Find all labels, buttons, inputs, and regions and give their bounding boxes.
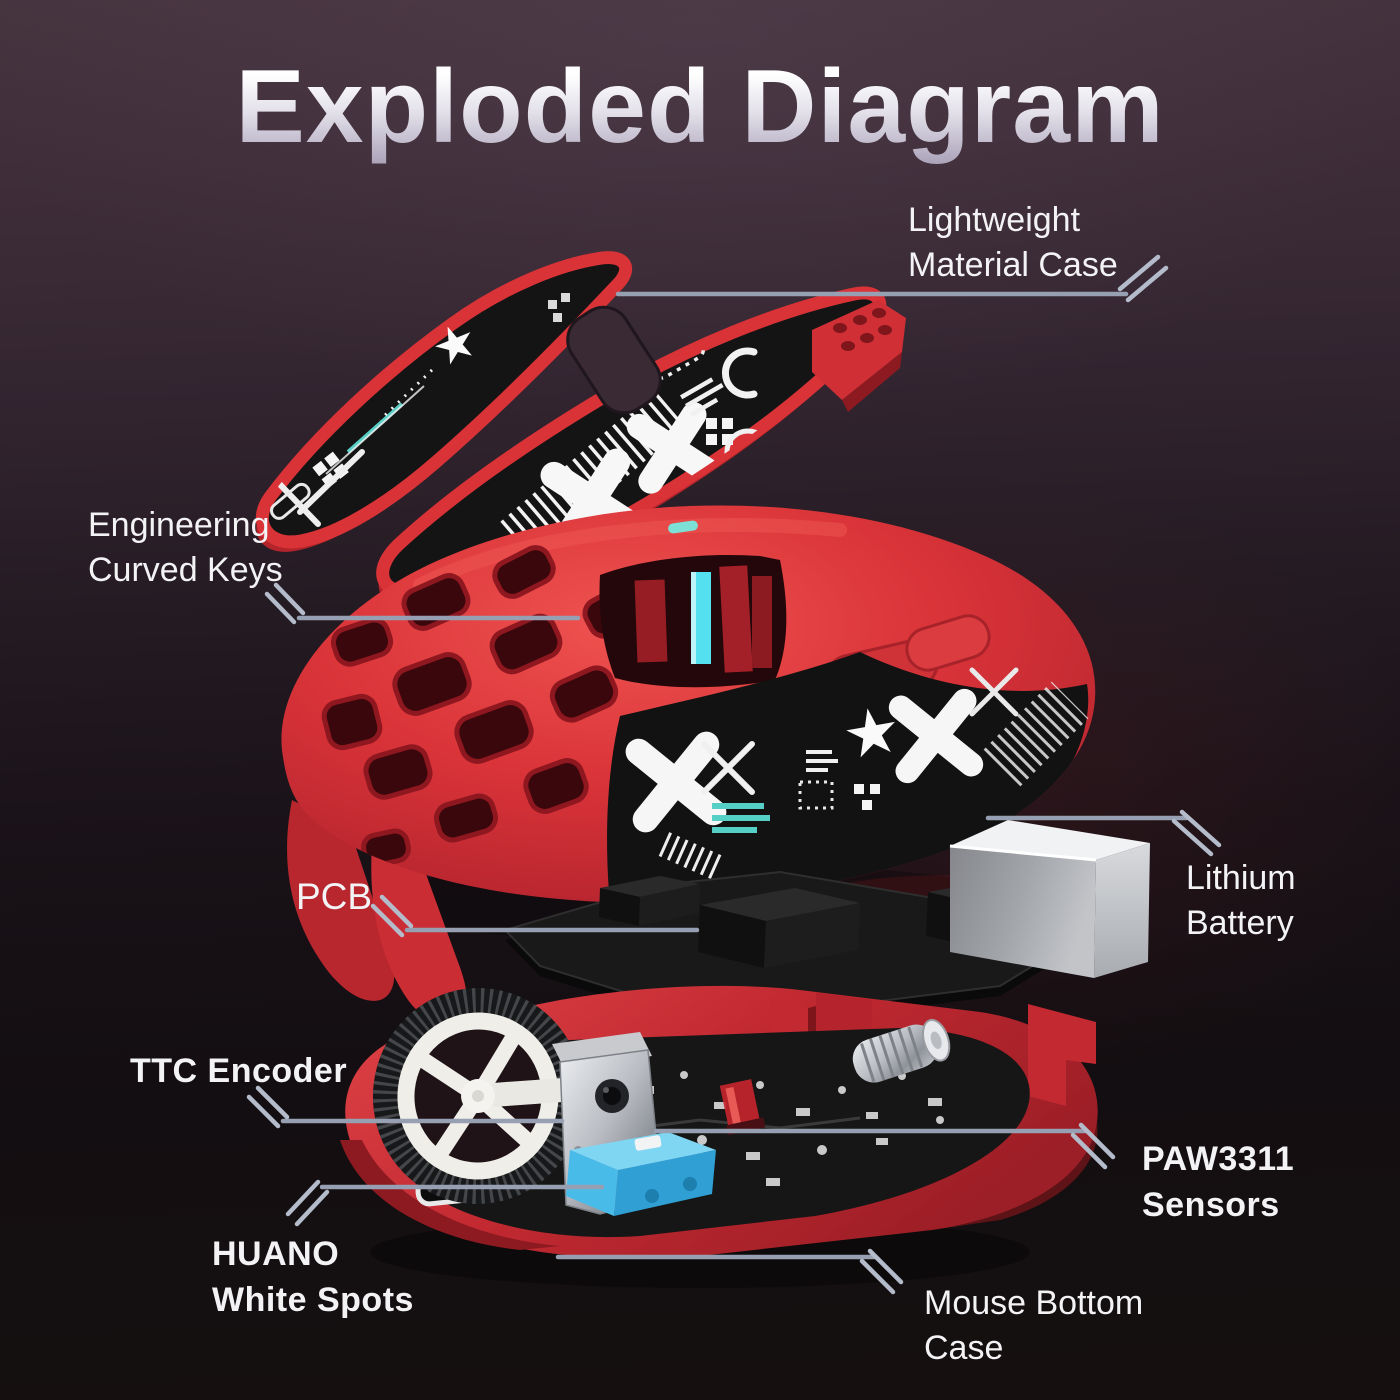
- label-lithium-battery: Lithium Battery: [1186, 856, 1296, 946]
- label-mouse-bottom-case: Mouse Bottom Case: [924, 1281, 1143, 1371]
- label-line: Lithium: [1186, 859, 1296, 897]
- leader-paw3311-sensors: [653, 1122, 1116, 1170]
- shell-opening: [599, 554, 787, 688]
- lithium-battery: [949, 820, 1150, 978]
- bottom-assembly: [340, 985, 1098, 1288]
- label-line: Sensors: [1142, 1186, 1280, 1224]
- leader-ttc-encoder: [246, 1085, 565, 1129]
- light-bar-highlight: [691, 572, 696, 664]
- right-key-panel: [376, 286, 887, 604]
- label-line: PAW3311: [1142, 1140, 1295, 1178]
- shell-front-prong-left: [287, 800, 395, 1001]
- label-pcb: PCB: [296, 874, 372, 919]
- label-line: Engineering: [88, 506, 270, 544]
- leader-lithium-battery: [985, 809, 1222, 857]
- left-key-panel: [255, 251, 633, 552]
- leader-pcb: [370, 894, 700, 938]
- label-line: Curved Keys: [88, 551, 283, 589]
- leader-lightweight-material-case: [615, 254, 1169, 303]
- cylinder-component: [852, 1018, 951, 1083]
- label-line: Material Case: [908, 246, 1118, 284]
- label-line: Mouse Bottom: [924, 1284, 1144, 1322]
- label-line: Lightweight: [908, 201, 1081, 239]
- label-lightweight-material-case: Lightweight Material Case: [908, 198, 1118, 288]
- pcb-plate: [503, 870, 1101, 1016]
- side-panel-pattern: [625, 667, 1089, 880]
- label-paw3311-sensors: PAW3311 Sensors: [1142, 1136, 1294, 1228]
- huano-switch: [566, 1132, 716, 1216]
- cover-hole: [566, 305, 662, 415]
- label-huano-white-spots: HUANO White Spots: [212, 1231, 414, 1323]
- page-title: Exploded Diagram: [0, 48, 1400, 167]
- shell-front-prong-right: [371, 845, 467, 1024]
- label-engineering-curved-keys: Engineering Curved Keys: [88, 503, 283, 593]
- leader-mouse-bottom-case: [555, 1248, 904, 1295]
- leader-lines: [246, 254, 1222, 1295]
- label-line: TTC Encoder: [130, 1052, 348, 1090]
- dpi-indicator-light: [668, 520, 698, 534]
- leader-huano-white-spots: [285, 1179, 605, 1227]
- label-line: Battery: [1186, 904, 1294, 942]
- leader-engineering-curved-keys: [264, 582, 581, 625]
- label-line: PCB: [296, 876, 373, 917]
- red-bracket-piece: [812, 300, 906, 412]
- switch-button: [634, 1135, 662, 1151]
- label-line: White Spots: [212, 1281, 414, 1319]
- light-bar-cyan: [696, 572, 711, 664]
- honeycomb-cutouts: [321, 545, 642, 868]
- label-ttc-encoder: TTC Encoder: [130, 1048, 347, 1094]
- top-cover-panels: [255, 251, 906, 604]
- scroll-wheel: [372, 988, 584, 1204]
- label-line: Case: [924, 1329, 1004, 1367]
- label-line: HUANO: [212, 1235, 340, 1273]
